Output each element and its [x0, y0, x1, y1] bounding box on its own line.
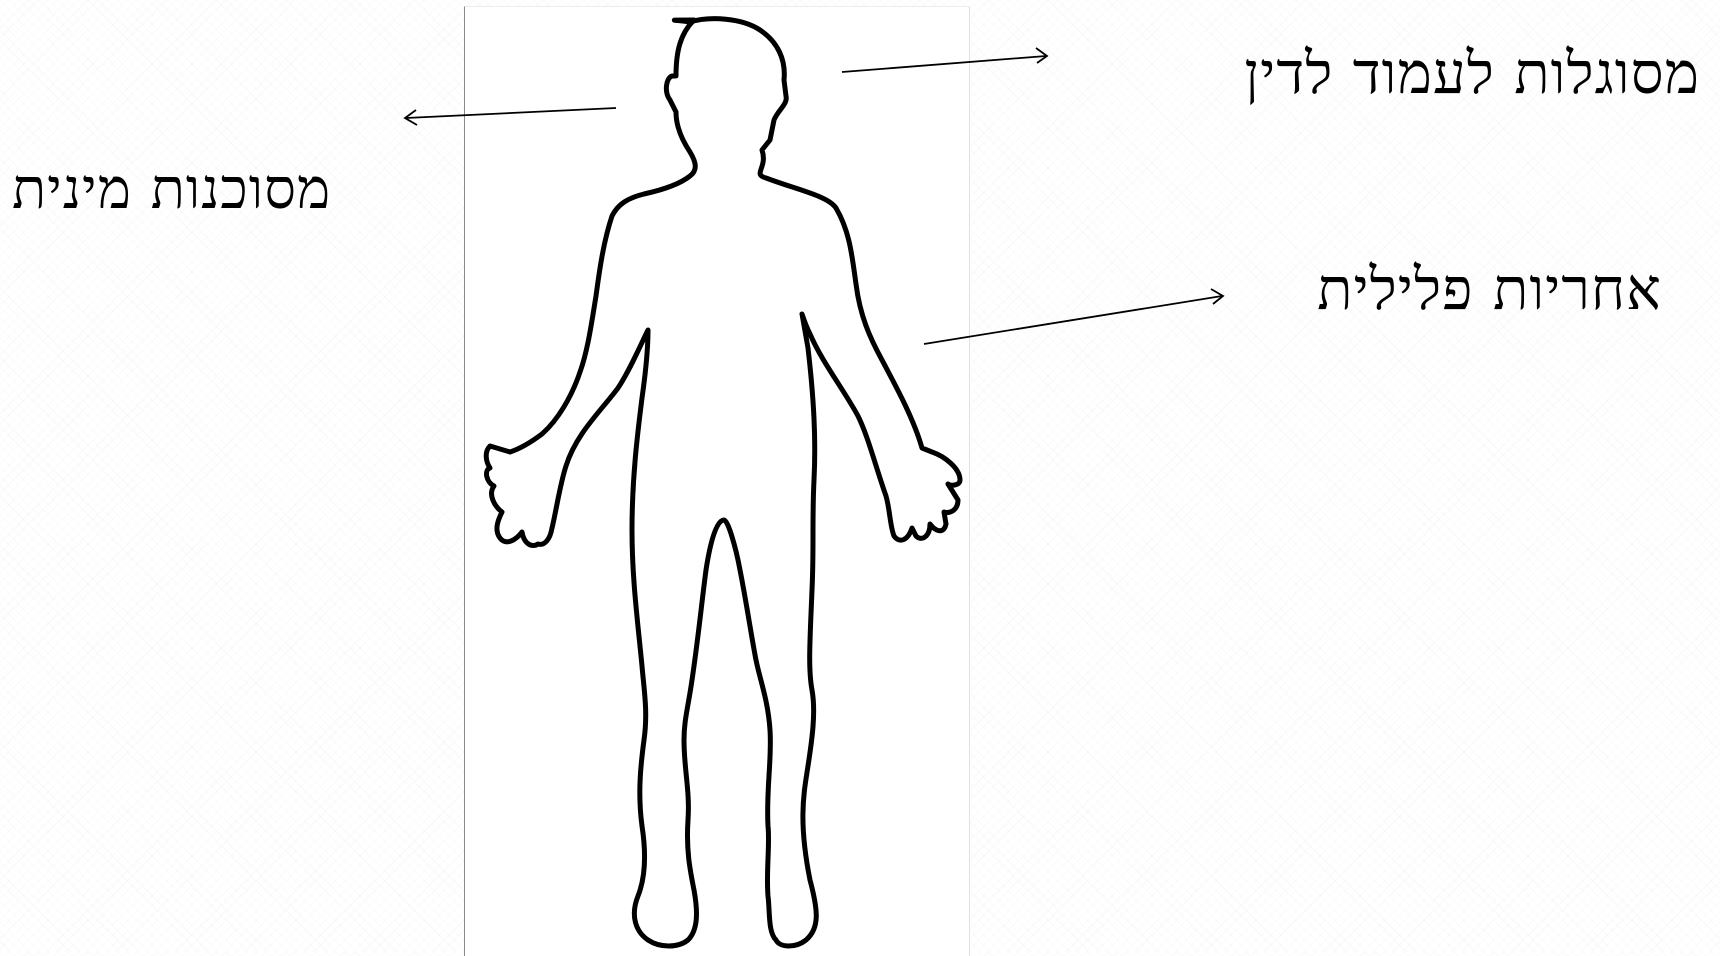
label-criminal-responsibility: אחריות פלילית [1317, 260, 1662, 318]
human-body-outline-icon [486, 19, 960, 946]
arrow-right-middle [924, 296, 1222, 344]
label-fitness-to-stand-trial: מסוגלות לעמוד לדין [1244, 44, 1700, 102]
label-sexual-dangerousness: מסוכנות מינית [12, 162, 331, 218]
arrow-left [406, 108, 616, 118]
arrow-top-right [842, 56, 1046, 72]
